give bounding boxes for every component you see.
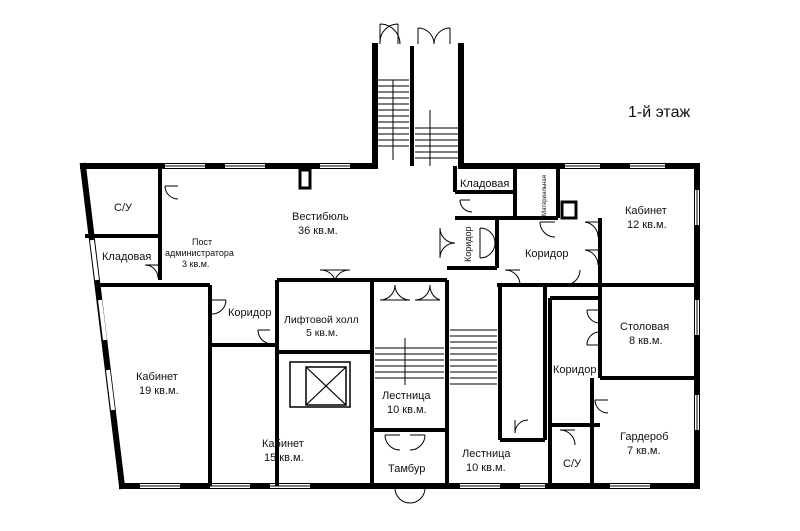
interior-walls [85, 46, 697, 486]
room-wardrobe-name: Гардероб [620, 431, 668, 443]
room-office-15-area: 15 кв.м. [264, 452, 304, 464]
room-post-line2: администратора [165, 248, 234, 258]
room-post-line1: Пост [192, 237, 212, 247]
room-corridor-small: Коридор [463, 226, 473, 262]
window-lines [140, 165, 698, 487]
center-stairs-right [450, 329, 497, 385]
doors [144, 23, 609, 504]
room-stairs-b-name: Лестница [462, 448, 511, 460]
room-office-12-area: 12 кв.м. [627, 219, 667, 231]
room-dining-area: 8 кв.м. [629, 335, 663, 347]
exterior-walls [79, 43, 700, 490]
room-vestibule-area: 36 кв.м. [298, 225, 338, 237]
room-post-area: 3 кв.м. [182, 259, 209, 269]
room-su-bottom: С/У [563, 458, 582, 470]
room-dining-name: Столовая [620, 321, 669, 333]
room-lift-hall-area: 5 кв.м. [306, 327, 338, 339]
room-corridor-right: Коридор [553, 364, 596, 376]
room-office-19-name: Кабинет [136, 371, 178, 383]
room-stairs-a-name: Лестница [382, 390, 431, 402]
room-vestibule-name: Вестибюль [292, 211, 349, 223]
room-office-19-area: 19 кв.м. [139, 385, 179, 397]
windows [90, 164, 699, 488]
room-lift-hall-name: Лифтовой холл [284, 314, 359, 326]
room-su-top: С/У [114, 202, 133, 214]
floor-title: 1-й этаж [628, 104, 690, 121]
room-tambur: Тамбур [388, 463, 425, 475]
room-stairs-b-area: 10 кв.м. [466, 462, 506, 474]
room-office-15-name: Кабинет [262, 438, 304, 450]
room-corridor-left: Коридор [228, 307, 271, 319]
elevator-icon [289, 361, 351, 408]
columns [298, 168, 578, 220]
room-storage-top: Кладовая [460, 178, 509, 190]
room-office-12-name: Кабинет [625, 205, 667, 217]
top-stairs-right [415, 110, 458, 166]
top-stairs-left [378, 79, 409, 160]
center-stairs-left [375, 338, 444, 385]
room-material: Материальная [542, 175, 548, 216]
room-stairs-a-area: 10 кв.м. [387, 404, 427, 416]
room-storage-left: Кладовая [102, 251, 151, 263]
room-wardrobe-area: 7 кв.м. [627, 445, 661, 457]
room-corridor-mid: Коридор [525, 248, 568, 260]
